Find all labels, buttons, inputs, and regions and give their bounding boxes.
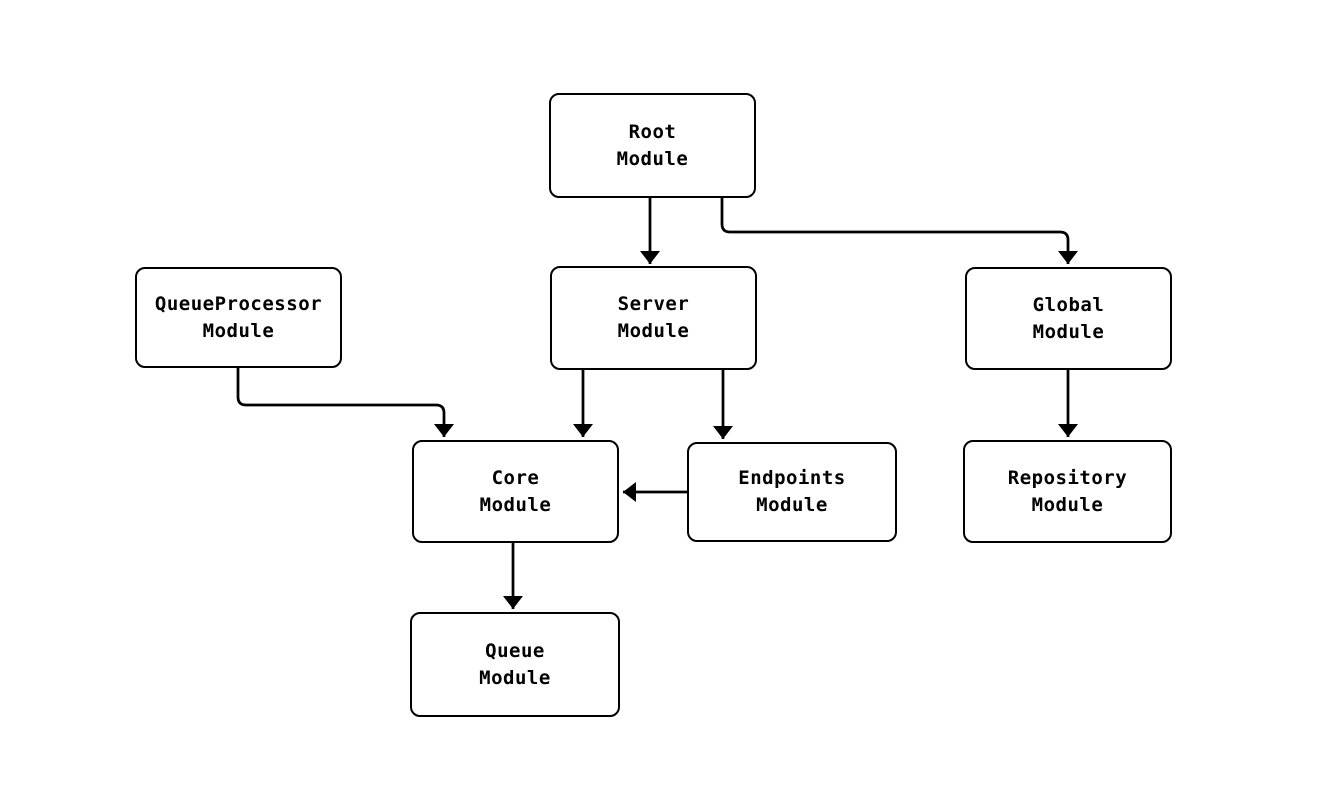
node-repository-module: Repository Module xyxy=(963,440,1172,543)
node-label: Queue Module xyxy=(479,639,551,689)
edges-group xyxy=(236,198,1078,609)
node-label: QueueProcessor Module xyxy=(154,292,323,342)
node-label: Global Module xyxy=(1032,293,1105,343)
node-queueprocessor-module: QueueProcessor Module xyxy=(135,267,342,368)
node-label: Endpoints Module xyxy=(738,467,846,516)
node-label: Server Module xyxy=(617,293,690,342)
edge-root-to-global xyxy=(720,198,1078,264)
edge-queueprocessor-to-core xyxy=(236,368,454,437)
node-label: Repository Module xyxy=(1007,466,1128,516)
node-label: Root Module xyxy=(616,120,689,170)
node-root-module: Root Module xyxy=(549,93,756,198)
node-endpoints-module: Endpoints Module xyxy=(687,442,897,542)
node-queue-module: Queue Module xyxy=(410,612,620,717)
node-server-module: Server Module xyxy=(550,266,757,370)
node-label: Core Module xyxy=(479,466,552,516)
node-core-module: Core Module xyxy=(412,440,619,543)
node-global-module: Global Module xyxy=(965,267,1172,370)
